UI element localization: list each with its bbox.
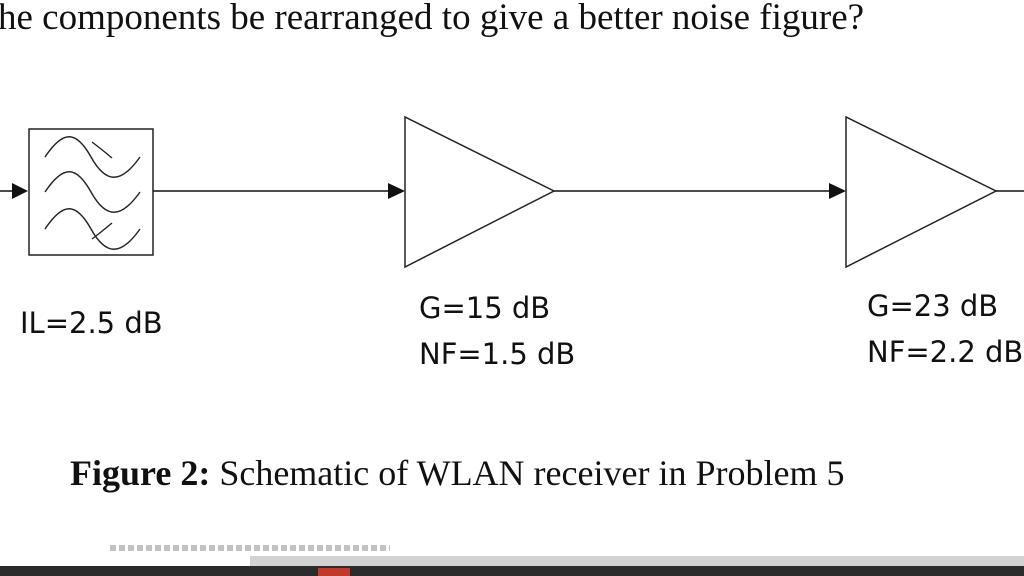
amp2-gain: G=23 dB <box>867 289 999 323</box>
amp1-label: G=15 dB NF=1.5 dB <box>419 285 575 377</box>
caption-text: Schematic of WLAN receiver in Problem 5 <box>210 453 845 493</box>
taskbar-red-icon <box>318 568 350 576</box>
amp1-gain: G=15 dB <box>419 291 551 325</box>
arrow-amp2 <box>829 183 846 199</box>
cropped-text-fragment <box>110 545 390 551</box>
filter-label: IL=2.5 dB <box>20 300 163 346</box>
arrow-amp1 <box>388 183 405 199</box>
bottom-strip <box>250 556 1024 568</box>
figure-caption: Figure 2: Schematic of WLAN receiver in … <box>70 452 844 494</box>
filter-wave-icon <box>44 136 141 250</box>
caption-prefix: Figure 2: <box>70 453 211 493</box>
question-text: he components be rearranged to give a be… <box>0 0 865 38</box>
amp1-noise-figure: NF=1.5 dB <box>419 337 576 371</box>
input-arrow <box>12 183 28 199</box>
filter-insertion-loss: IL=2.5 dB <box>20 306 163 340</box>
filter-block <box>28 128 154 256</box>
taskbar-strip <box>0 566 1024 576</box>
amp2-label: G=23 dB NF=2.2 dB <box>867 283 1023 375</box>
amplifier-2 <box>845 115 998 269</box>
amp2-noise-figure: NF=2.2 dB <box>867 335 1024 369</box>
amplifier-1 <box>404 115 556 269</box>
